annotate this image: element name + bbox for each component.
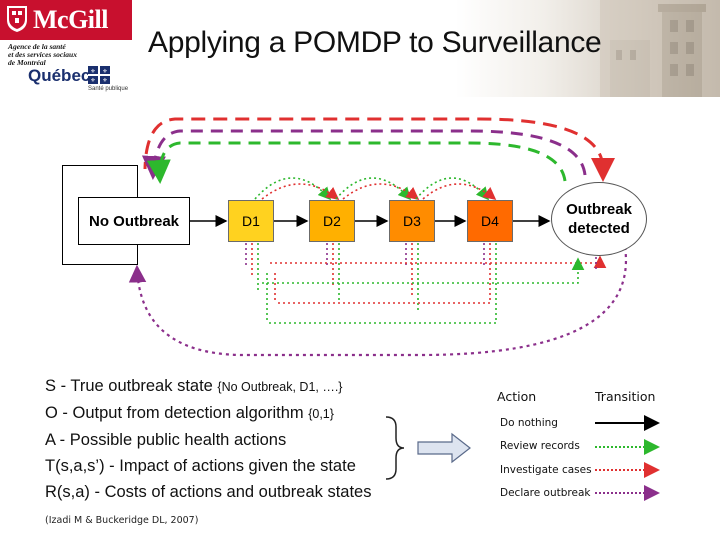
transition-arrows [128,117,628,357]
state-no-outbreak: No Outbreak [78,197,190,245]
grouping-brace [385,416,405,480]
definition-observations: O - Output from detection algorithm {0,1… [45,400,371,427]
legend-row-do-nothing: Do nothing [500,417,558,429]
pomdp-definitions: S - True outbreak state {No Outbreak, D1… [45,373,371,505]
definition-detail: {0,1} [308,407,334,421]
program-name: Santé publique [88,86,129,92]
slide-header: McGill Agence de la santé et des service… [0,0,720,97]
agency-line: Agence de la santé [8,42,66,51]
review-arc-top [146,141,567,184]
declare-arc-top-purple [141,129,587,180]
quebec-wordmark: Québec [28,66,91,85]
definition-text: R(s,a) - Costs of actions and outbreak s… [45,483,372,501]
quebec-flag-icon: ⚜ ⚜ ⚜ ⚜ [88,66,110,84]
state-d4: D4 [467,200,513,242]
legend-transition-header: Transition [595,389,656,404]
state-outbreak-detected: Outbreak detected [551,182,647,256]
building-photo [600,0,720,97]
definition-transitions: T(s,a,s’) - Impact of actions given the … [45,453,371,479]
state-d2: D2 [309,200,355,242]
agency-line: de Montréal [8,58,46,67]
definition-rewards: R(s,a) - Costs of actions and outbreak s… [45,479,371,505]
page-title: Applying a POMDP to Surveillance [148,26,602,59]
pomdp-state-diagram: No Outbreak D1 D2 D3 D4 Outbreak detecte… [0,97,720,360]
agency-name: Agence de la santé et des services socia… [8,43,77,67]
definition-detail: {No Outbreak, D1, ….} [217,380,343,394]
legend-graphics [385,415,660,501]
definition-text: O - Output from detection algorithm [45,404,309,422]
definition-states: S - True outbreak state {No Outbreak, D1… [45,373,371,400]
state-label-line: Outbreak [566,201,632,218]
state-label-line: detected [568,220,630,237]
header-photo-banner [132,0,720,97]
state-d1: D1 [228,200,274,242]
legend-action-header: Action [497,389,537,404]
definition-text: S - True outbreak state [45,377,218,395]
svg-text:⚜: ⚜ [90,77,95,84]
legend-row-investigate-cases: Investigate cases [500,464,592,476]
legend-row-review-records: Review records [500,440,580,452]
block-arrow [417,432,471,464]
definition-text: T(s,a,s’) - Impact of actions given the … [45,457,356,475]
legend-row-declare-outbreak: Declare outbreak [500,487,591,499]
state-d3: D3 [389,200,435,242]
declare-arc-top [143,117,605,170]
definition-actions: A - Possible public health actions [45,427,371,453]
mcgill-wordmark: McGill [33,5,108,34]
citation: (Izadi M & Buckeridge DL, 2007) [45,515,199,526]
logo-panel: McGill Agence de la santé et des service… [0,0,132,97]
svg-text:⚜: ⚜ [102,77,107,84]
agency-line: et des services sociaux [8,50,77,59]
mcgill-crest-icon [7,6,27,32]
svg-text:⚜: ⚜ [90,68,95,75]
svg-text:⚜: ⚜ [102,68,107,75]
definition-text: A - Possible public health actions [45,431,287,449]
mcgill-logo: McGill [0,0,132,40]
